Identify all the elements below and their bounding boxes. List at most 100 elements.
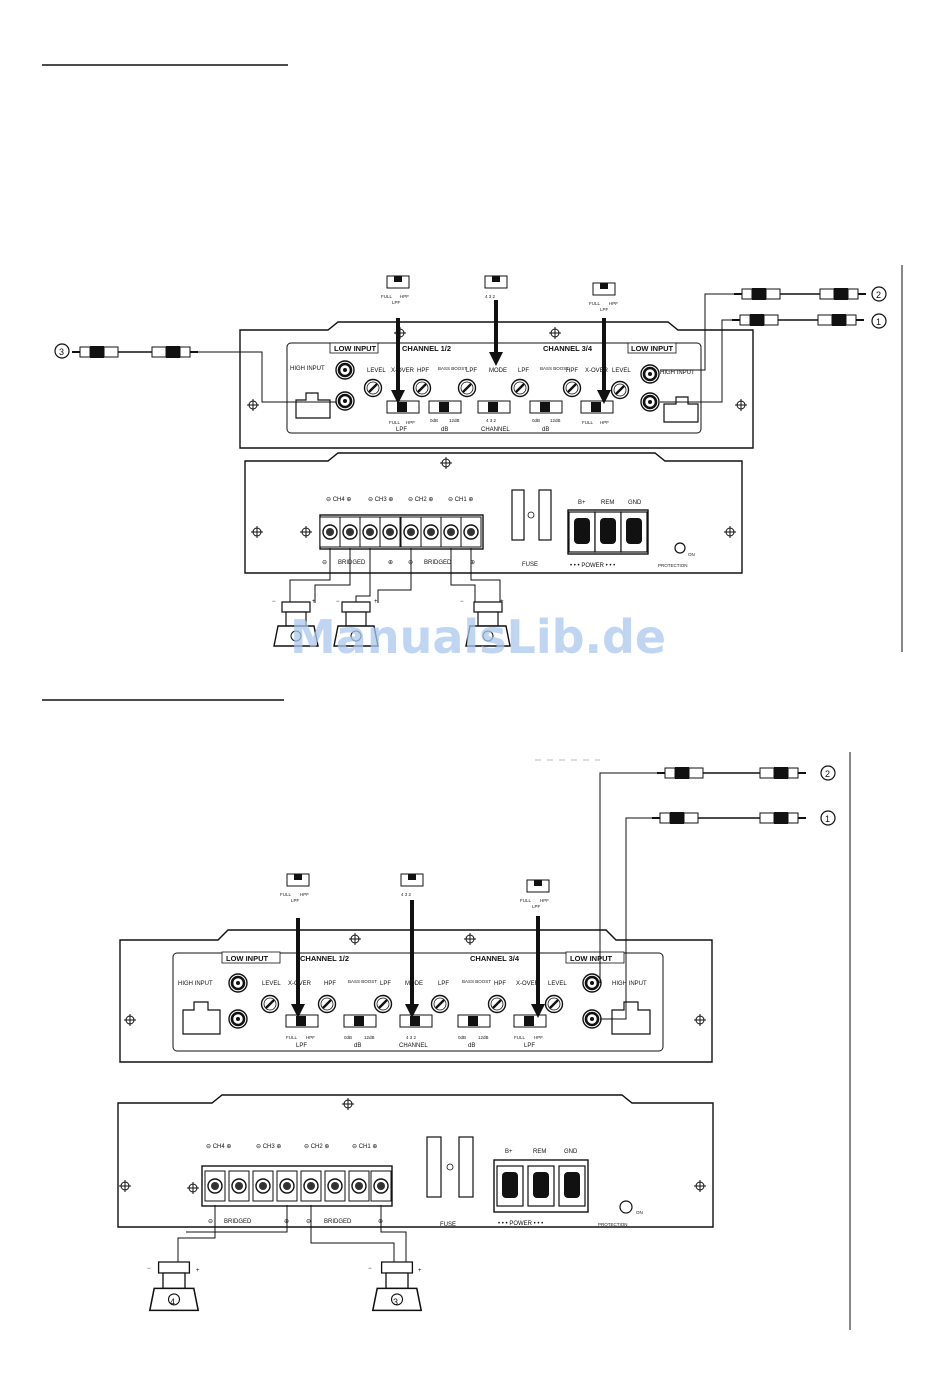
callout-b-mode-positions: 4 3 2	[401, 892, 412, 897]
rca-jack-low-right-1[interactable]	[639, 363, 661, 385]
fuse-b-2[interactable]	[458, 1136, 474, 1198]
callout-lpf-label: LPF	[392, 300, 401, 305]
callout-3-b: 3	[393, 1297, 398, 1307]
knob-level-ch12[interactable]	[363, 378, 383, 398]
terminal-rem-a[interactable]	[594, 511, 622, 553]
switch-b-full-hpf[interactable]	[513, 1014, 547, 1028]
callout-hpf-label-2: HPF	[609, 301, 618, 306]
callout-b-lpf: LPF	[291, 898, 300, 903]
fuse-a-1[interactable]	[511, 489, 525, 541]
switch-b-bass-2[interactable]	[457, 1014, 491, 1028]
rem-label-b: REM	[533, 1149, 546, 1155]
switch-b-full-label: FULL	[286, 1035, 298, 1040]
gnd-label-b: GND	[564, 1149, 578, 1155]
knob-b-5[interactable]	[487, 994, 507, 1014]
fuse-label-a: FUSE	[522, 562, 538, 568]
switch-b-0db: 0dB	[344, 1035, 352, 1040]
terminal-gnd-b[interactable]	[558, 1165, 586, 1207]
callout-b-hpf-2: HPF	[540, 898, 549, 903]
switch-b-db-unit: dB	[354, 1043, 361, 1049]
on-label-a: ON	[688, 552, 695, 557]
switch-mode[interactable]	[477, 400, 511, 414]
ch2-label-a: ⊖ CH2 ⊕	[408, 497, 433, 503]
rca-jack-low-left-2[interactable]	[334, 390, 356, 412]
front-panel-a	[239, 321, 754, 449]
switch-bass-boost-ch34[interactable]	[529, 400, 563, 414]
rca-jack-low-right-2[interactable]	[639, 391, 661, 413]
power-label-a: • • • POWER • • •	[570, 563, 615, 569]
rca-jack-b-left-1[interactable]	[227, 972, 249, 994]
ch1-label-b: ⊖ CH1 ⊕	[352, 1144, 377, 1150]
high-input-label-right-b: HIGH INPUT	[612, 981, 647, 987]
spk-b3-minus: −	[368, 1266, 372, 1272]
switch-b-lpf-label: LPF	[296, 1043, 307, 1049]
callout-mode-positions: 4 3 2	[485, 294, 496, 299]
callout-lpf-label-2: LPF	[600, 307, 609, 312]
knob-b-3[interactable]	[373, 994, 393, 1014]
switch-bass-boost-ch12[interactable]	[428, 400, 462, 414]
lpf-label-ch12-b: LPF	[380, 981, 391, 987]
high-input-label-left: HIGH INPUT	[290, 366, 325, 372]
terminal-bplus-a[interactable]	[568, 511, 596, 553]
switch-b-bass-1[interactable]	[343, 1014, 377, 1028]
ch3-label-a: ⊖ CH3 ⊕	[368, 497, 393, 503]
lpf-label-ch12: LPF	[466, 368, 477, 374]
protection-led-b	[619, 1200, 633, 1214]
knob-b-6[interactable]	[544, 994, 564, 1014]
rca-jack-low-left-1[interactable]	[334, 359, 356, 381]
high-input-plug-left[interactable]	[295, 392, 331, 419]
switch-b-full-lpf[interactable]	[285, 1014, 319, 1028]
terminal-rem-b[interactable]	[527, 1165, 555, 1207]
switch-hpf-label-ch12: HPF	[406, 420, 415, 425]
rca-jack-b-right-1[interactable]	[581, 972, 603, 994]
knob-xover-ch12[interactable]	[412, 378, 432, 398]
level-label-ch34: LEVEL	[612, 368, 631, 374]
switch-full-hpf-ch34[interactable]	[580, 400, 614, 414]
xover-label-ch34: X-OVER	[585, 368, 609, 374]
diagram-b: LOW INPUT CHANNEL 1/2 CHANNEL 3/4 LOW IN…	[117, 759, 836, 1312]
rca-cable-2-plug-a	[733, 287, 781, 301]
spk-b4-minus: −	[147, 1266, 151, 1272]
terminal-bplus-b[interactable]	[496, 1165, 524, 1207]
minus-sign-a1: ⊖	[322, 560, 327, 566]
xover-label-ch34-b: X-OVER	[516, 981, 540, 987]
switch-db-unit-ch12: dB	[441, 427, 448, 433]
callout-hpf-label: HPF	[400, 294, 409, 299]
hpf-label-ch12-b: HPF	[324, 981, 336, 987]
channel-12-label-b: CHANNEL 1/2	[300, 954, 349, 963]
rem-label-a: REM	[601, 500, 614, 506]
switch-mode-positions: 4 3 2	[486, 418, 497, 423]
switch-callout-b-3	[526, 879, 550, 893]
spk-a3-minus: −	[460, 599, 464, 605]
plus-sign-a2: ⊕	[470, 560, 475, 566]
switch-b-mode[interactable]	[399, 1014, 433, 1028]
bass-boost-label-ch34-b: BASS BOOST	[462, 979, 491, 984]
knob-level-ch34[interactable]	[610, 380, 630, 400]
knob-lpf-ch34[interactable]	[510, 378, 530, 398]
switch-b-0db-2: 0dB	[458, 1035, 466, 1040]
switch-full-lpf-ch12[interactable]	[386, 400, 420, 414]
knob-b-2[interactable]	[317, 994, 337, 1014]
channel-34-label-b: CHANNEL 3/4	[470, 954, 520, 963]
bridged-label-a2: BRIDGED	[424, 560, 452, 566]
low-input-label-left: LOW INPUT	[334, 344, 376, 353]
knob-b-1[interactable]	[260, 994, 280, 1014]
protection-led-a	[674, 542, 686, 554]
fuse-a-2[interactable]	[538, 489, 552, 541]
high-input-plug-right-b[interactable]	[611, 1001, 651, 1035]
fuse-b-1[interactable]	[426, 1136, 442, 1198]
switch-lpf-label-ch12: LPF	[396, 427, 407, 433]
mode-label: MODE	[489, 368, 507, 374]
knob-lpf-ch12[interactable]	[457, 378, 477, 398]
terminal-gnd-a[interactable]	[620, 511, 648, 553]
callout-b-lpf-2: LPF	[532, 904, 541, 909]
knob-b-4[interactable]	[430, 994, 450, 1014]
high-input-plug-left-b[interactable]	[182, 1001, 221, 1035]
rca-jack-b-left-2[interactable]	[227, 1008, 249, 1030]
knob-xover-ch34[interactable]	[562, 378, 582, 398]
rca-jack-b-right-2[interactable]	[581, 1008, 603, 1030]
callout-full-label-2: FULL	[589, 301, 601, 306]
switch-callout-full-lpf	[386, 275, 410, 289]
ch4-label-a: ⊖ CH4 ⊕	[326, 497, 351, 503]
plus-sign-a1: ⊕	[388, 560, 393, 566]
